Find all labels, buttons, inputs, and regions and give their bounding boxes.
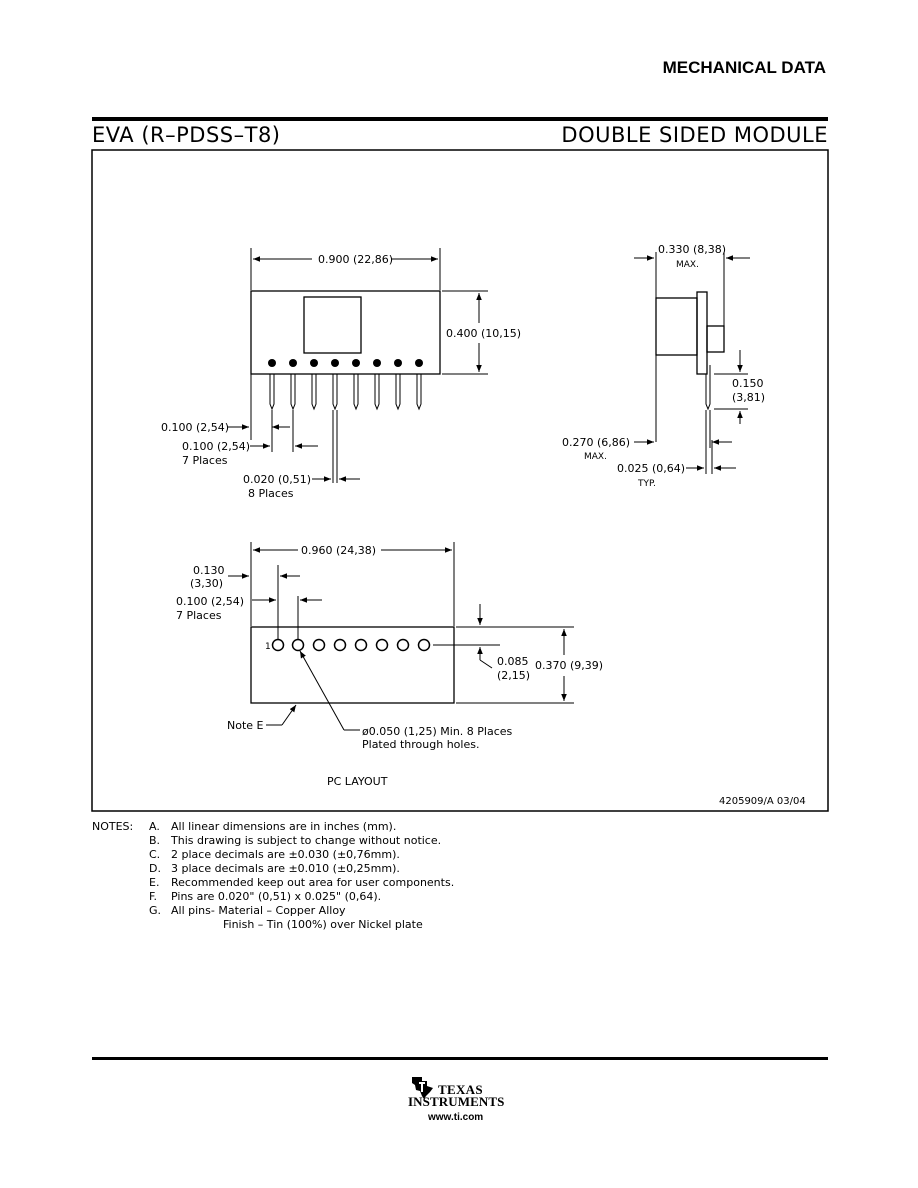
ti-brand-line1: TEXAS bbox=[438, 1082, 483, 1097]
note-key: C. bbox=[149, 848, 161, 861]
pc-layout-title: PC LAYOUT bbox=[327, 775, 388, 788]
note-item: A. All linear dimensions are in inches (m… bbox=[149, 820, 549, 834]
top-pin-pitch-dim: 0.100 (2,54) bbox=[182, 440, 250, 453]
pc-first-hole-mm: (3,30) bbox=[190, 577, 223, 590]
notes-label: NOTES: bbox=[92, 820, 134, 833]
top-pin-width-note: 8 Places bbox=[248, 487, 294, 500]
ti-state-icon bbox=[412, 1077, 433, 1099]
top-pin-pitch-note: 7 Places bbox=[182, 454, 228, 467]
note-text: All pins- Material – Copper Alloy bbox=[171, 904, 346, 917]
top-rule bbox=[92, 117, 828, 121]
note-text: Recommended keep out area for user compo… bbox=[171, 876, 455, 889]
note-text: All linear dimensions are in inches (mm)… bbox=[171, 820, 397, 833]
note-item: E. Recommended keep out area for user com… bbox=[149, 876, 549, 890]
note-text: 3 place decimals are ±0.010 (±0,25mm). bbox=[171, 862, 400, 875]
side-pin-thick-note: TYP. bbox=[637, 479, 656, 489]
note-item: D. 3 place decimals are ±0.010 (±0,25mm). bbox=[149, 862, 549, 876]
side-pin-length-dim: 0.150 bbox=[732, 377, 764, 390]
top-view-pins bbox=[228, 374, 422, 483]
pc-pitch-note: 7 Places bbox=[176, 609, 222, 622]
package-type: DOUBLE SIDED MODULE bbox=[561, 123, 828, 147]
note-continuation: Finish – Tin (100%) over Nickel plate bbox=[223, 918, 423, 931]
note-item: F. Pins are 0.020" (0,51) x 0.025" (0,64)… bbox=[149, 890, 549, 904]
note-text: Pins are 0.020" (0,51) x 0.025" (0,64). bbox=[171, 890, 382, 903]
drawing-frame bbox=[91, 149, 829, 812]
note-key: G. bbox=[149, 904, 162, 917]
page-header-title: MECHANICAL DATA bbox=[662, 58, 826, 77]
bottom-rule bbox=[92, 1057, 828, 1060]
note-item: B. This drawing is subject to change with… bbox=[149, 834, 549, 848]
side-standoff-note: MAX. bbox=[584, 452, 607, 462]
pc-row-offset-mm: (2,15) bbox=[497, 669, 530, 682]
note-item: C. 2 place decimals are ±0.030 (±0,76mm). bbox=[149, 848, 549, 862]
note-key: D. bbox=[149, 862, 161, 875]
pc-width-dim: 0.960 (24,38) bbox=[301, 544, 376, 557]
top-pin-offset-dim: 0.100 (2,54) bbox=[161, 421, 229, 434]
note-key: F. bbox=[149, 890, 158, 903]
pc-height-dim: 0.370 (9,39) bbox=[535, 659, 603, 672]
pc-row-offset-dim: 0.085 bbox=[497, 655, 529, 668]
side-thickness-dim: 0.330 (8,38) bbox=[658, 243, 726, 256]
side-thickness-note: MAX. bbox=[676, 260, 699, 270]
pc-hole-note: Plated through holes. bbox=[362, 738, 479, 751]
side-pin-thick-dim: 0.025 (0,64) bbox=[617, 462, 685, 475]
pc-layout-view bbox=[228, 542, 574, 731]
pc-note-e: Note E bbox=[227, 719, 264, 732]
top-width-dim: 0.900 (22,86) bbox=[318, 253, 393, 266]
top-pin-width-dim: 0.020 (0,51) bbox=[243, 473, 311, 486]
side-view bbox=[634, 252, 750, 474]
pc-pitch-dim: 0.100 (2,54) bbox=[176, 595, 244, 608]
side-standoff-dim: 0.270 (6,86) bbox=[562, 436, 630, 449]
note-key: E. bbox=[149, 876, 160, 889]
ti-logo: TEXAS INSTRUMENTS www.ti.com bbox=[408, 1074, 518, 1124]
pc-layout-holes bbox=[271, 638, 431, 652]
pc-first-hole-dim: 0.130 bbox=[193, 564, 225, 577]
ti-brand-line2: INSTRUMENTS bbox=[408, 1094, 505, 1109]
ti-url: www.ti.com bbox=[428, 1112, 484, 1123]
pin1-label: 1 bbox=[265, 642, 271, 652]
pc-hole-dim: ø0.050 (1,25) Min. 8 Places bbox=[362, 725, 513, 738]
note-item: G. All pins- Material – Copper Alloy bbox=[149, 904, 549, 918]
top-height-dim: 0.400 (10,15) bbox=[446, 327, 521, 340]
top-view-pads bbox=[268, 359, 423, 367]
note-text: 2 place decimals are ±0.030 (±0,76mm). bbox=[171, 848, 400, 861]
note-key: B. bbox=[149, 834, 161, 847]
note-text: This drawing is subject to change withou… bbox=[171, 834, 442, 847]
note-key: A. bbox=[149, 820, 160, 833]
side-pin-length-mm: (3,81) bbox=[732, 391, 765, 404]
package-name: EVA (R–PDSS–T8) bbox=[92, 123, 281, 147]
top-view bbox=[250, 248, 488, 375]
notes-list: A. All linear dimensions are in inches (m… bbox=[149, 820, 549, 932]
drawing-number: 4205909/A 03/04 bbox=[719, 796, 806, 807]
